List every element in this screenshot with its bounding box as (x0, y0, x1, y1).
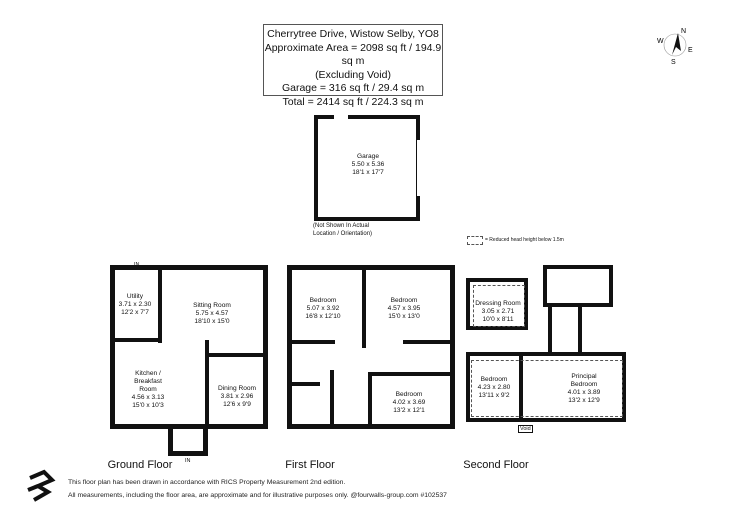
reduced-height-legend-icon (467, 236, 483, 245)
room-imperial: 18'1 x 17'7 (352, 169, 384, 176)
void-label: Void (518, 425, 533, 433)
ground-floor-label: Ground Floor (107, 459, 173, 471)
room-name: Bedroom (309, 297, 337, 304)
reduced-height-area (471, 360, 623, 417)
room-name: Sitting Room (193, 302, 231, 309)
room-imperial: 13'2 x 12'9 (568, 397, 600, 404)
approx-area: Approximate Area = 2098 sq ft / 194.9 sq… (264, 41, 442, 68)
compass-s: S (671, 59, 676, 65)
room-name: Dining Room (217, 385, 257, 392)
room-metric: 3.05 x 2.71 (481, 308, 515, 315)
wall (290, 340, 335, 344)
fourwalls-logo (27, 469, 56, 502)
room-imperial: 15'0 x 10'3 (132, 402, 164, 409)
garage-main-door (416, 140, 423, 196)
compass-w: W (657, 38, 664, 45)
wall (519, 355, 523, 420)
room-name: Kitchen / Breakfast Room (134, 370, 162, 393)
wall (113, 338, 158, 342)
room-imperial: 12'6 x 9'9 (223, 401, 251, 408)
wall (368, 372, 452, 376)
wall (578, 305, 582, 355)
entrance-label: IN (134, 262, 140, 268)
room-imperial: 12'2 x 7'7 (121, 309, 149, 316)
room-name: Dressing Room (475, 300, 521, 307)
wall (362, 268, 366, 348)
room-metric: 3.81 x 2.96 (220, 393, 254, 400)
second-floor-label: Second Floor (463, 459, 529, 471)
legend-text: = Reduced head height below 1.5m (485, 237, 564, 243)
room-metric: 4.57 x 3.95 (387, 305, 421, 312)
wall (158, 268, 162, 343)
garage-label: Garage 5.50 x 5.36 18'1 x 17'7 (352, 153, 385, 177)
entrance-label: IN (185, 458, 191, 464)
room-name: Bedroom (395, 391, 423, 398)
footer-rics-note: This floor plan has been drawn in accord… (68, 479, 346, 486)
porch-walls (168, 424, 208, 456)
wall (208, 353, 265, 357)
garage-area: Garage = 316 sq ft / 29.4 sq m (281, 82, 425, 95)
bathroom-walls (543, 265, 613, 307)
garage-door (334, 113, 348, 119)
wall (403, 340, 452, 344)
room-name: Utility (126, 293, 144, 300)
wall (548, 305, 552, 355)
compass-n: N (681, 28, 686, 35)
address: Cherrytree Drive, Wistow Selby, YO8 (267, 28, 439, 40)
ground-floor-walls (110, 265, 268, 429)
wall (205, 340, 209, 426)
first-floor-label: First Floor (285, 459, 335, 471)
room-imperial: 13'2 x 12'1 (393, 407, 425, 414)
room-metric: 4.56 x 3.13 (131, 394, 165, 401)
wall (290, 382, 320, 386)
excluding-void: (Excluding Void) (315, 68, 391, 81)
room-imperial: 18'10 x 15'0 (194, 318, 230, 325)
footer-disclaimer: All measurements, including the floor ar… (68, 492, 447, 499)
room-name: Principal Bedroom (570, 373, 598, 388)
wall (368, 372, 372, 426)
room-imperial: 10'0 x 8'11 (482, 316, 514, 323)
room-name: Garage (356, 153, 379, 160)
reduced-height-area (473, 285, 525, 327)
compass-icon: N E S W (657, 28, 693, 65)
room-metric: 3.71 x 2.30 (118, 301, 152, 308)
room-metric: 4.02 x 3.69 (392, 399, 426, 406)
compass-e: E (688, 47, 693, 54)
dressing-room-walls (466, 278, 528, 330)
room-metric: 5.07 x 3.92 (306, 305, 340, 312)
first-floor-walls (287, 265, 455, 429)
room-imperial: 15'0 x 13'0 (388, 313, 420, 320)
area-summary-box: Cherrytree Drive, Wistow Selby, YO8 Appr… (263, 24, 443, 108)
room-metric: 5.75 x 4.57 (195, 310, 229, 317)
wall (330, 370, 334, 426)
total-area: Total = 2414 sq ft / 224.3 sq m (282, 95, 424, 108)
room-name: Bedroom (390, 297, 418, 304)
room-metric: 4.01 x 3.89 (567, 389, 601, 396)
room-metric: 4.23 x 2.80 (477, 384, 511, 391)
room-imperial: 16'8 x 12'10 (305, 313, 341, 320)
room-imperial: 13'11 x 9'2 (478, 392, 510, 399)
room-name: Bedroom (480, 376, 508, 383)
room-metric: 5.50 x 5.36 (351, 161, 385, 168)
garage-note: (Not Shown In Actual Location / Orientat… (313, 223, 373, 237)
bedroom-walls (466, 352, 626, 422)
